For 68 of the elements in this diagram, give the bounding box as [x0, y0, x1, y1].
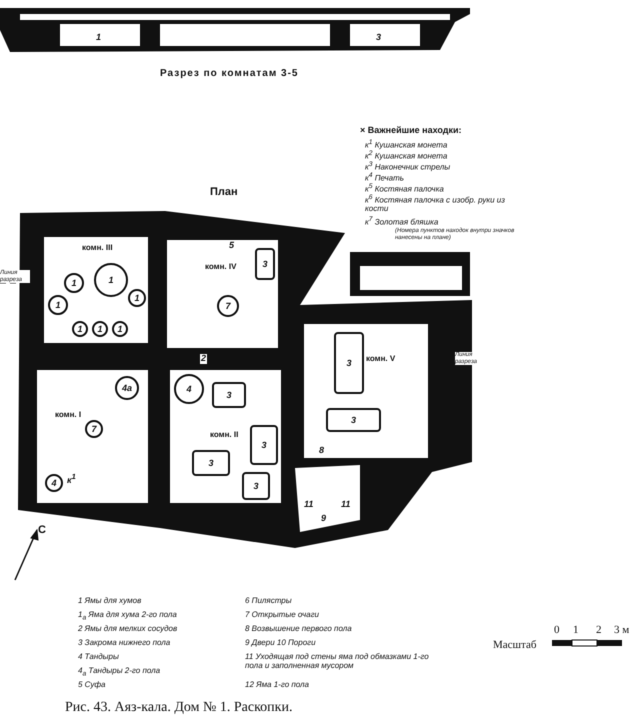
- storage-bin: 3: [334, 332, 364, 394]
- storage-bin: 3: [242, 472, 270, 500]
- room-label: комн. III: [82, 243, 113, 252]
- pit-circle: 1: [128, 289, 146, 307]
- pit-circle: 1: [94, 263, 128, 297]
- legend-heading: × Важнейшие находки:: [360, 126, 462, 136]
- room-outline: [165, 238, 280, 350]
- legend-text: 7 Открытые очаги: [245, 611, 319, 620]
- callout-number: 1: [95, 33, 102, 43]
- room-outline: [168, 368, 283, 505]
- legend-text: 8 Возвышение первого пола: [245, 625, 352, 634]
- room-label: комн. IV: [205, 262, 236, 271]
- hearth-outline: 7: [85, 420, 103, 438]
- callout-number: 9: [320, 514, 328, 524]
- room-outline: [42, 235, 150, 345]
- callout-number: 3: [375, 33, 382, 43]
- scale-number: 3 м: [614, 624, 630, 636]
- pit-circle: 1: [72, 321, 88, 337]
- scale-number: 2: [596, 624, 602, 636]
- storage-bin: 3: [255, 248, 275, 280]
- legend-text: к$^{3}$ Наконечник стрелы: [365, 161, 450, 172]
- callout-number: 5: [228, 241, 236, 251]
- legend-text: 4$_{а}$ Тандыры 2-го пола: [78, 667, 160, 678]
- storage-bin: 3: [326, 408, 381, 432]
- room-outline: [302, 322, 430, 460]
- legend-text: к$^{1}$ Кушанская монета: [365, 139, 448, 150]
- room-label: комн. I: [55, 410, 82, 419]
- legend-text: 4 Тандыры: [78, 653, 119, 662]
- legend-text: к$^{2}$ Кушанская монета: [365, 150, 448, 161]
- section-title: Разрез по комнатам 3-5: [160, 68, 298, 79]
- storage-bin: 3: [250, 425, 278, 465]
- legend-text: к$^{5}$ Костяная палочка: [365, 183, 444, 194]
- scale-number: 1: [573, 624, 578, 636]
- legend-text: к$^{7}$ Золотая бляшка: [365, 216, 438, 228]
- pit-circle: 1: [92, 321, 108, 337]
- room-outline: [35, 368, 150, 505]
- legend-text: к$^{6}$ Костяная палочка с изобр. руки из кости: [365, 194, 506, 214]
- legend-text: 1$_{а}$ Яма для хума 2-го пола: [78, 611, 177, 622]
- legend-text: 9 Двери 10 Пороги: [245, 639, 316, 648]
- legend-text: к$^{4}$ Печать: [365, 172, 404, 183]
- caption: Рис. 43. Аяз-кала. Дом № 1. Раскопки.: [65, 700, 292, 716]
- callout-number: 2: [200, 354, 208, 364]
- storage-bin: 3: [192, 450, 230, 476]
- legend-text: 3 Закрома нижнего пола: [78, 639, 170, 648]
- legend-text: 12 Яма 1-го пола: [245, 681, 310, 690]
- legend-text: 2 Ямы для мелких сосудов: [78, 625, 178, 634]
- pit-circle: 1: [64, 273, 84, 293]
- pit-circle: 1: [48, 295, 68, 315]
- storage-bin: 3: [212, 382, 246, 408]
- pit-circle: 4: [45, 474, 63, 492]
- callout-number: 8: [318, 446, 326, 456]
- find-mark: к$^{1}$: [66, 473, 77, 486]
- legend-text: 11 Уходящая под стены яма под обмазками 1-го пола и заполненная мусором: [245, 653, 430, 671]
- pit-circle: 4: [174, 374, 204, 404]
- hearth-outline: 7: [217, 295, 239, 317]
- callout-number: 11: [340, 500, 352, 510]
- legend-text: 1 Ямы для хумов: [78, 597, 142, 606]
- compass-letter: С: [38, 524, 46, 536]
- plan-title: План: [210, 186, 238, 198]
- room-label: комн. V: [366, 354, 396, 363]
- legend-text: 5 Суфа: [78, 681, 106, 690]
- scale-number: 0: [554, 624, 560, 636]
- callout-number: 11: [303, 500, 314, 510]
- legend-text: 6 Пилястры: [245, 597, 292, 606]
- pit-circle: 1: [112, 321, 128, 337]
- pit-circle: 4а: [115, 376, 139, 400]
- room-label: комн. II: [210, 430, 238, 439]
- scale-label: Масштаб: [493, 639, 536, 652]
